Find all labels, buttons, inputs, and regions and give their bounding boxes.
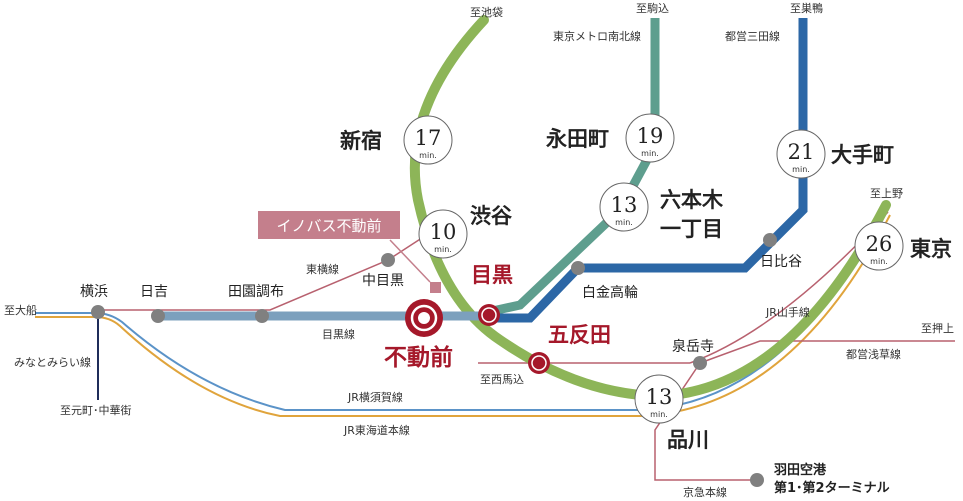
bubble-shibuya: 10 min. bbox=[418, 209, 468, 259]
callout-marker bbox=[430, 282, 441, 293]
direction-motomachi: 至元町･中華街 bbox=[60, 403, 132, 417]
tokaido-line bbox=[35, 214, 891, 417]
svg-text:min.: min. bbox=[419, 151, 437, 160]
svg-text:13: 13 bbox=[646, 385, 673, 409]
bubble-roppongi: 13 min. bbox=[599, 182, 649, 232]
airport-label-line2: 第1･第2ターミナル bbox=[774, 480, 890, 496]
svg-text:19: 19 bbox=[637, 124, 664, 148]
direction-ofuna: 至大船 bbox=[4, 303, 37, 317]
line-label-yamanote: JR山手線 bbox=[765, 305, 810, 319]
bubble-otemachi: 21 min. bbox=[776, 129, 826, 179]
station-label-roppongi-1: 六本木 bbox=[660, 187, 724, 212]
svg-text:min.: min. bbox=[650, 410, 668, 419]
station-label-sengakuji: 泉岳寺 bbox=[672, 338, 714, 355]
bubble-tokyo: 26 min. bbox=[854, 221, 904, 271]
station-dot-denenchofu[interactable] bbox=[255, 309, 269, 323]
oshiage-line bbox=[699, 340, 955, 364]
svg-text:26: 26 bbox=[866, 232, 893, 256]
station-dot-sengakuji[interactable] bbox=[693, 356, 707, 370]
svg-text:13: 13 bbox=[611, 193, 638, 217]
direction-oshiage: 至押上 bbox=[921, 321, 954, 335]
station-label-fudomae: 不動前 bbox=[384, 344, 453, 371]
bubble-shinagawa: 13 min. bbox=[634, 374, 684, 424]
station-label-shirokanetakanawa: 白金高輪 bbox=[582, 284, 638, 301]
line-label-keikyu: 京急本線 bbox=[683, 485, 727, 499]
station-label-nagatacho: 永田町 bbox=[545, 126, 609, 151]
direction-nishimagome: 至西馬込 bbox=[480, 373, 524, 386]
station-marker-meguro[interactable] bbox=[478, 304, 500, 326]
station-dot-shirokanetakanawa[interactable] bbox=[571, 261, 585, 275]
station-label-hiyoshi: 日吉 bbox=[140, 284, 168, 300]
station-label-hibiya: 日比谷 bbox=[760, 254, 802, 270]
station-label-meguro: 目黒 bbox=[471, 262, 513, 287]
line-label-asakusa: 都営浅草線 bbox=[846, 347, 901, 361]
airport-label-line1: 羽田空港 bbox=[774, 462, 827, 478]
svg-text:min.: min. bbox=[792, 165, 810, 174]
line-label-yokosuka: JR横須賀線 bbox=[347, 390, 403, 404]
svg-text:min.: min. bbox=[870, 257, 888, 266]
station-label-shinjuku: 新宿 bbox=[340, 128, 382, 153]
station-label-gotanda: 五反田 bbox=[548, 322, 611, 347]
station-dot-nakameguro[interactable] bbox=[381, 253, 395, 267]
line-label-namboku: 東京メトロ南北線 bbox=[553, 29, 641, 43]
svg-text:21: 21 bbox=[788, 140, 815, 164]
line-label-minatomirai: みなとみらい線 bbox=[14, 355, 91, 369]
direction-ikebukuro: 至池袋 bbox=[470, 5, 503, 19]
station-label-denenchofu: 田園調布 bbox=[228, 284, 284, 300]
direction-komagome: 至駒込 bbox=[636, 2, 669, 15]
direction-ueno: 至上野 bbox=[870, 187, 903, 200]
station-marker-fudomae[interactable] bbox=[405, 299, 443, 337]
line-label-tokaido: JR東海道本線 bbox=[343, 423, 410, 437]
station-marker-gotanda[interactable] bbox=[528, 352, 550, 374]
station-dot-haneda[interactable] bbox=[750, 473, 764, 487]
station-dot-yokohama[interactable] bbox=[91, 305, 105, 319]
line-label-toyoko: 東横線 bbox=[306, 262, 339, 276]
station-label-shibuya: 渋谷 bbox=[470, 203, 513, 228]
callout-box bbox=[258, 211, 400, 239]
line-label-meguro: 目黒線 bbox=[322, 327, 355, 341]
line-label-mita: 都営三田線 bbox=[725, 29, 780, 43]
station-label-otemachi: 大手町 bbox=[831, 142, 894, 167]
station-label-shinagawa: 品川 bbox=[667, 427, 709, 452]
svg-text:min.: min. bbox=[615, 218, 633, 227]
station-label-roppongi-2: 一丁目 bbox=[660, 216, 723, 241]
bubble-shinjuku: 17 min. bbox=[403, 115, 453, 165]
station-label-nakameguro: 中目黒 bbox=[362, 273, 404, 289]
callout-pointer bbox=[389, 239, 431, 283]
direction-sugamo: 至巣鴨 bbox=[790, 1, 823, 15]
toyoko-line bbox=[100, 233, 429, 311]
station-label-yokohama: 横浜 bbox=[80, 284, 108, 300]
station-dot-hibiya[interactable] bbox=[763, 233, 777, 247]
svg-text:17: 17 bbox=[415, 126, 442, 150]
svg-text:10: 10 bbox=[430, 220, 457, 244]
bubble-nagatacho: 19 min. bbox=[625, 113, 675, 163]
station-label-tokyo: 東京 bbox=[910, 236, 952, 261]
station-dot-hiyoshi[interactable] bbox=[151, 309, 165, 323]
svg-text:min.: min. bbox=[641, 149, 659, 158]
svg-text:min.: min. bbox=[434, 245, 452, 254]
callout-label: イノバス不動前 bbox=[276, 217, 381, 235]
